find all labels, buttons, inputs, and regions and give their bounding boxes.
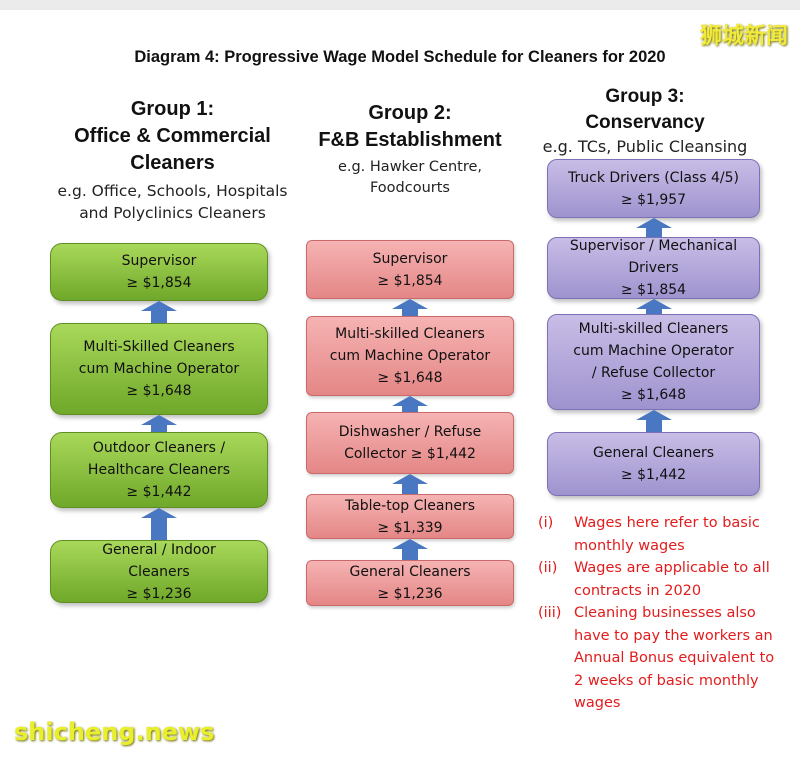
arrow-shaft bbox=[402, 308, 418, 316]
group-2-tier-box: Multi-skilled Cleaners cum Machine Operat… bbox=[306, 316, 514, 396]
tier-text-line: Drivers bbox=[628, 260, 679, 276]
tier-text-line: Multi-skilled Cleaners bbox=[335, 326, 485, 342]
arrow-shaft bbox=[646, 308, 662, 314]
note-text: Wages here refer to basic monthly wages bbox=[574, 515, 760, 554]
arrow-head bbox=[636, 218, 672, 228]
tier-text-line: ≥ $1,957 bbox=[620, 191, 687, 208]
tier-text-line: ≥ $1,339 bbox=[377, 519, 443, 536]
arrow-head bbox=[392, 299, 428, 309]
tier-text-line: cum Machine Operator bbox=[78, 361, 240, 377]
group-subtitle-line: and Polyclinics Cleaners bbox=[79, 204, 266, 222]
note-number: (iii) bbox=[538, 605, 562, 621]
note-text: Wages are applicable to all contracts in… bbox=[574, 560, 770, 599]
tier-text-line: ≥ $1,648 bbox=[377, 370, 443, 386]
tier-text-line: Dishwasher / Refuse bbox=[338, 424, 482, 440]
group-heading-line: Conservancy bbox=[585, 112, 705, 133]
tier-text-line: ≥ $1,854 bbox=[126, 275, 192, 291]
note-number: (ii) bbox=[538, 560, 558, 576]
group-heading-line: Group 2: bbox=[368, 102, 452, 124]
tier-text-line: ≥ $1,648 bbox=[126, 383, 192, 399]
tier-text-line: General Cleaners bbox=[592, 445, 715, 461]
group-heading-line: Office & Commercial bbox=[74, 125, 271, 147]
arrow-head bbox=[636, 299, 672, 309]
arrow-head bbox=[141, 301, 177, 311]
note-item: (iii) Cleaning businesses also have to p… bbox=[538, 602, 778, 715]
note-number: (i) bbox=[538, 515, 554, 531]
group-2-tier-box: Supervisor ≥ $1,854 bbox=[306, 240, 514, 299]
arrow-head bbox=[392, 396, 428, 406]
tier-text-line: Table-top Cleaners bbox=[344, 497, 476, 514]
group-1-tier-box: Outdoor Cleaners / Healthcare Cleaners ≥ $… bbox=[50, 432, 268, 508]
group-3-heading: Group 3: Conservancy bbox=[525, 84, 765, 136]
group-2-tier-box: General Cleaners ≥ $1,236 bbox=[306, 560, 514, 606]
tier-text-line: Collector ≥ $1,442 bbox=[344, 446, 476, 462]
tier-text-line: Multi-Skilled Cleaners bbox=[83, 339, 235, 355]
arrow-shaft bbox=[402, 483, 418, 494]
group-subtitle-line: e.g. TCs, Public Cleansing bbox=[542, 137, 748, 156]
tier-text-line: cum Machine Operator bbox=[329, 348, 491, 364]
group-2-tier-box: Table-top Cleaners ≥ $1,339 bbox=[306, 494, 514, 539]
tier-text-line: Truck Drivers (Class 4/5) bbox=[568, 169, 739, 186]
group-2-heading: Group 2: F&B Establishment bbox=[295, 100, 525, 154]
group-3-tier-box: Multi-skilled Cleaners cum Machine Operat… bbox=[547, 314, 760, 410]
group-3-tier-box: General Cleaners ≥ $1,442 bbox=[547, 432, 760, 496]
tier-text-line: ≥ $1,648 bbox=[620, 387, 687, 403]
tier-text-line: General Cleaners bbox=[349, 564, 471, 580]
tier-text-line: Supervisor bbox=[372, 250, 448, 267]
watermark-top: 狮城新闻 bbox=[699, 24, 788, 49]
group-1-tier-box: Multi-Skilled Cleaners cum Machine Operat… bbox=[50, 323, 268, 415]
tier-text-line: ≥ $1,854 bbox=[377, 272, 443, 289]
tier-text-line: Supervisor bbox=[121, 253, 197, 269]
top-bar bbox=[0, 0, 800, 10]
tier-text-line: cum Machine Operator bbox=[573, 343, 734, 359]
tier-text-line: Outdoor Cleaners / bbox=[92, 440, 226, 456]
arrow-head bbox=[392, 474, 428, 484]
group-1-subtitle: e.g. Office, Schools, Hospitals and Polyc… bbox=[40, 180, 305, 224]
group-heading-line: Cleaners bbox=[130, 152, 215, 174]
arrow-shaft bbox=[151, 517, 167, 540]
tier-text-line: ≥ $1,442 bbox=[126, 484, 192, 500]
notes-list: (i) Wages here refer to basic monthly wa… bbox=[538, 512, 778, 715]
group-heading-line: Group 1: bbox=[130, 98, 215, 120]
watermark-bottom: shicheng.news bbox=[14, 718, 215, 746]
group-heading-line: F&B Establishment bbox=[318, 129, 502, 151]
diagram-title: Diagram 4: Progressive Wage Model Schedu… bbox=[134, 48, 666, 66]
tier-text-line: Cleaners bbox=[128, 563, 190, 580]
arrow-head bbox=[392, 539, 428, 549]
group-3-subtitle: e.g. TCs, Public Cleansing bbox=[525, 136, 765, 158]
tier-text-line: Supervisor / Mechanical bbox=[569, 238, 738, 254]
arrow-head bbox=[636, 410, 672, 420]
tier-text-line: / Refuse Collector bbox=[591, 365, 716, 381]
group-subtitle-line: e.g. Office, Schools, Hospitals bbox=[57, 182, 288, 200]
note-item: (ii) Wages are applicable to all contrac… bbox=[538, 557, 778, 602]
arrow-shaft bbox=[646, 419, 662, 432]
tier-text-line: General / Indoor bbox=[102, 541, 216, 558]
group-heading-line: Group 3: bbox=[605, 86, 685, 107]
tier-text-line: Healthcare Cleaners bbox=[87, 462, 231, 478]
group-subtitle-line: e.g. Hawker Centre, bbox=[337, 159, 483, 175]
group-3-tier-box: Truck Drivers (Class 4/5) ≥ $1,957 bbox=[547, 159, 760, 218]
arrow-head bbox=[141, 508, 177, 518]
tier-text-line: Multi-skilled Cleaners bbox=[578, 321, 729, 337]
tier-text-line: ≥ $1,854 bbox=[620, 282, 687, 298]
arrow-shaft bbox=[402, 405, 418, 412]
arrow-shaft bbox=[646, 227, 662, 237]
arrow-shaft bbox=[151, 310, 167, 323]
tier-text-line: ≥ $1,236 bbox=[126, 585, 192, 602]
note-item: (i) Wages here refer to basic monthly wa… bbox=[538, 512, 778, 557]
arrow-head bbox=[141, 415, 177, 425]
tier-text-line: ≥ $1,442 bbox=[620, 467, 687, 483]
note-text: Cleaning businesses also have to pay the… bbox=[574, 605, 775, 711]
tier-text-line: ≥ $1,236 bbox=[377, 586, 443, 602]
arrow-shaft bbox=[402, 548, 418, 560]
group-2-subtitle: e.g. Hawker Centre, Foodcourts bbox=[295, 157, 525, 199]
group-1-tier-box: Supervisor ≥ $1,854 bbox=[50, 243, 268, 301]
group-subtitle-line: Foodcourts bbox=[369, 180, 450, 196]
arrow-shaft bbox=[151, 424, 167, 432]
